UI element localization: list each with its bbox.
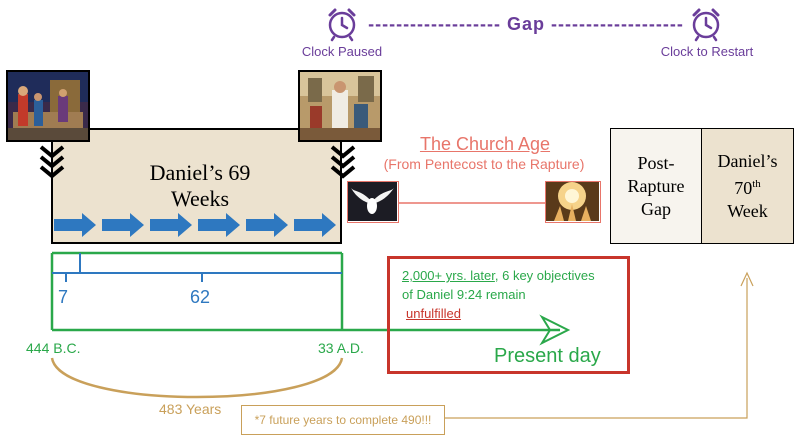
week70-suffix: th [752,177,761,190]
left-chevrons-icon [38,145,66,181]
clock-paused-icon [324,6,360,42]
right-chevrons-icon [329,145,357,181]
clock-restart-icon [688,6,724,42]
present-day-arrowhead [539,314,571,346]
objectives-text: 2,000+ yrs. later, 6 key objectives of D… [402,266,626,323]
week-arrow-3 [150,213,192,237]
post-rapture-line3: Gap [640,198,671,219]
week-arrow-2 [102,213,144,237]
future-connector [445,278,748,419]
objectives-line1: 2,000+ yrs. later, 6 key objectives [402,266,626,285]
objectives-box [387,256,630,374]
objectives-key: , 6 key objectives [494,268,595,283]
clock-paused-label: Clock Paused [301,44,383,59]
gap-dashes-right: ------------------- [545,14,684,34]
week-arrow-5 [246,213,288,237]
church-age-line [398,202,546,204]
daniel-69-weeks-title: Daniel’s 69 Weeks [120,160,280,212]
week-arrow-1 [54,213,96,237]
week70-number: 70 [734,177,753,198]
label-7: 7 [58,287,69,307]
objectives-unfulfilled: unfulfilled [406,306,461,321]
week-arrow-4 [198,213,240,237]
label-33-ad: 33 A.D. [318,340,364,356]
future-years-note: *7 future years to complete 490!!! [241,405,445,435]
years-arc [50,357,344,399]
years-label: 483 Years [159,401,222,417]
objectives-line3: unfulfilled [402,304,626,323]
daniel-69-weeks-box [51,128,342,244]
label-444-bc: 444 B.C. [26,340,81,356]
daniel-painting-image [6,70,90,142]
gap-label: Gap [506,14,545,34]
week-arrow-6 [294,213,336,237]
church-age-title: The Church Age [419,134,551,154]
post-rapture-line1: Post- [637,152,675,173]
week-arrows [54,213,336,237]
label-62: 62 [190,287,211,307]
week70-line2: 70th [718,173,778,200]
clock-restart-label: Clock to Restart [660,44,754,59]
jesus-painting-image [298,70,382,142]
objectives-years: 2,000+ yrs. later [402,268,495,283]
objectives-line2: of Daniel 9:24 remain [402,287,526,302]
week70-line3: Week [727,200,768,221]
dove-image [347,181,399,223]
daniel-69-line1: Daniel’s 69 [149,160,251,185]
week70-line1: Daniel’s [717,150,778,171]
post-rapture-line2: Rapture [627,175,685,196]
church-age-subtitle: (From Pentecost to the Rapture) [383,156,585,172]
gap-dashes-left: ------------------- [368,14,507,34]
post-rapture-gap-box: Post- Rapture Gap [610,128,702,244]
rapture-image [545,181,601,223]
present-day-label: Present day [494,345,601,367]
future-arrowhead [740,271,754,287]
daniel-69-line2: Weeks [170,186,230,211]
gap-line: ------------------- Gap ----------------… [366,14,686,35]
